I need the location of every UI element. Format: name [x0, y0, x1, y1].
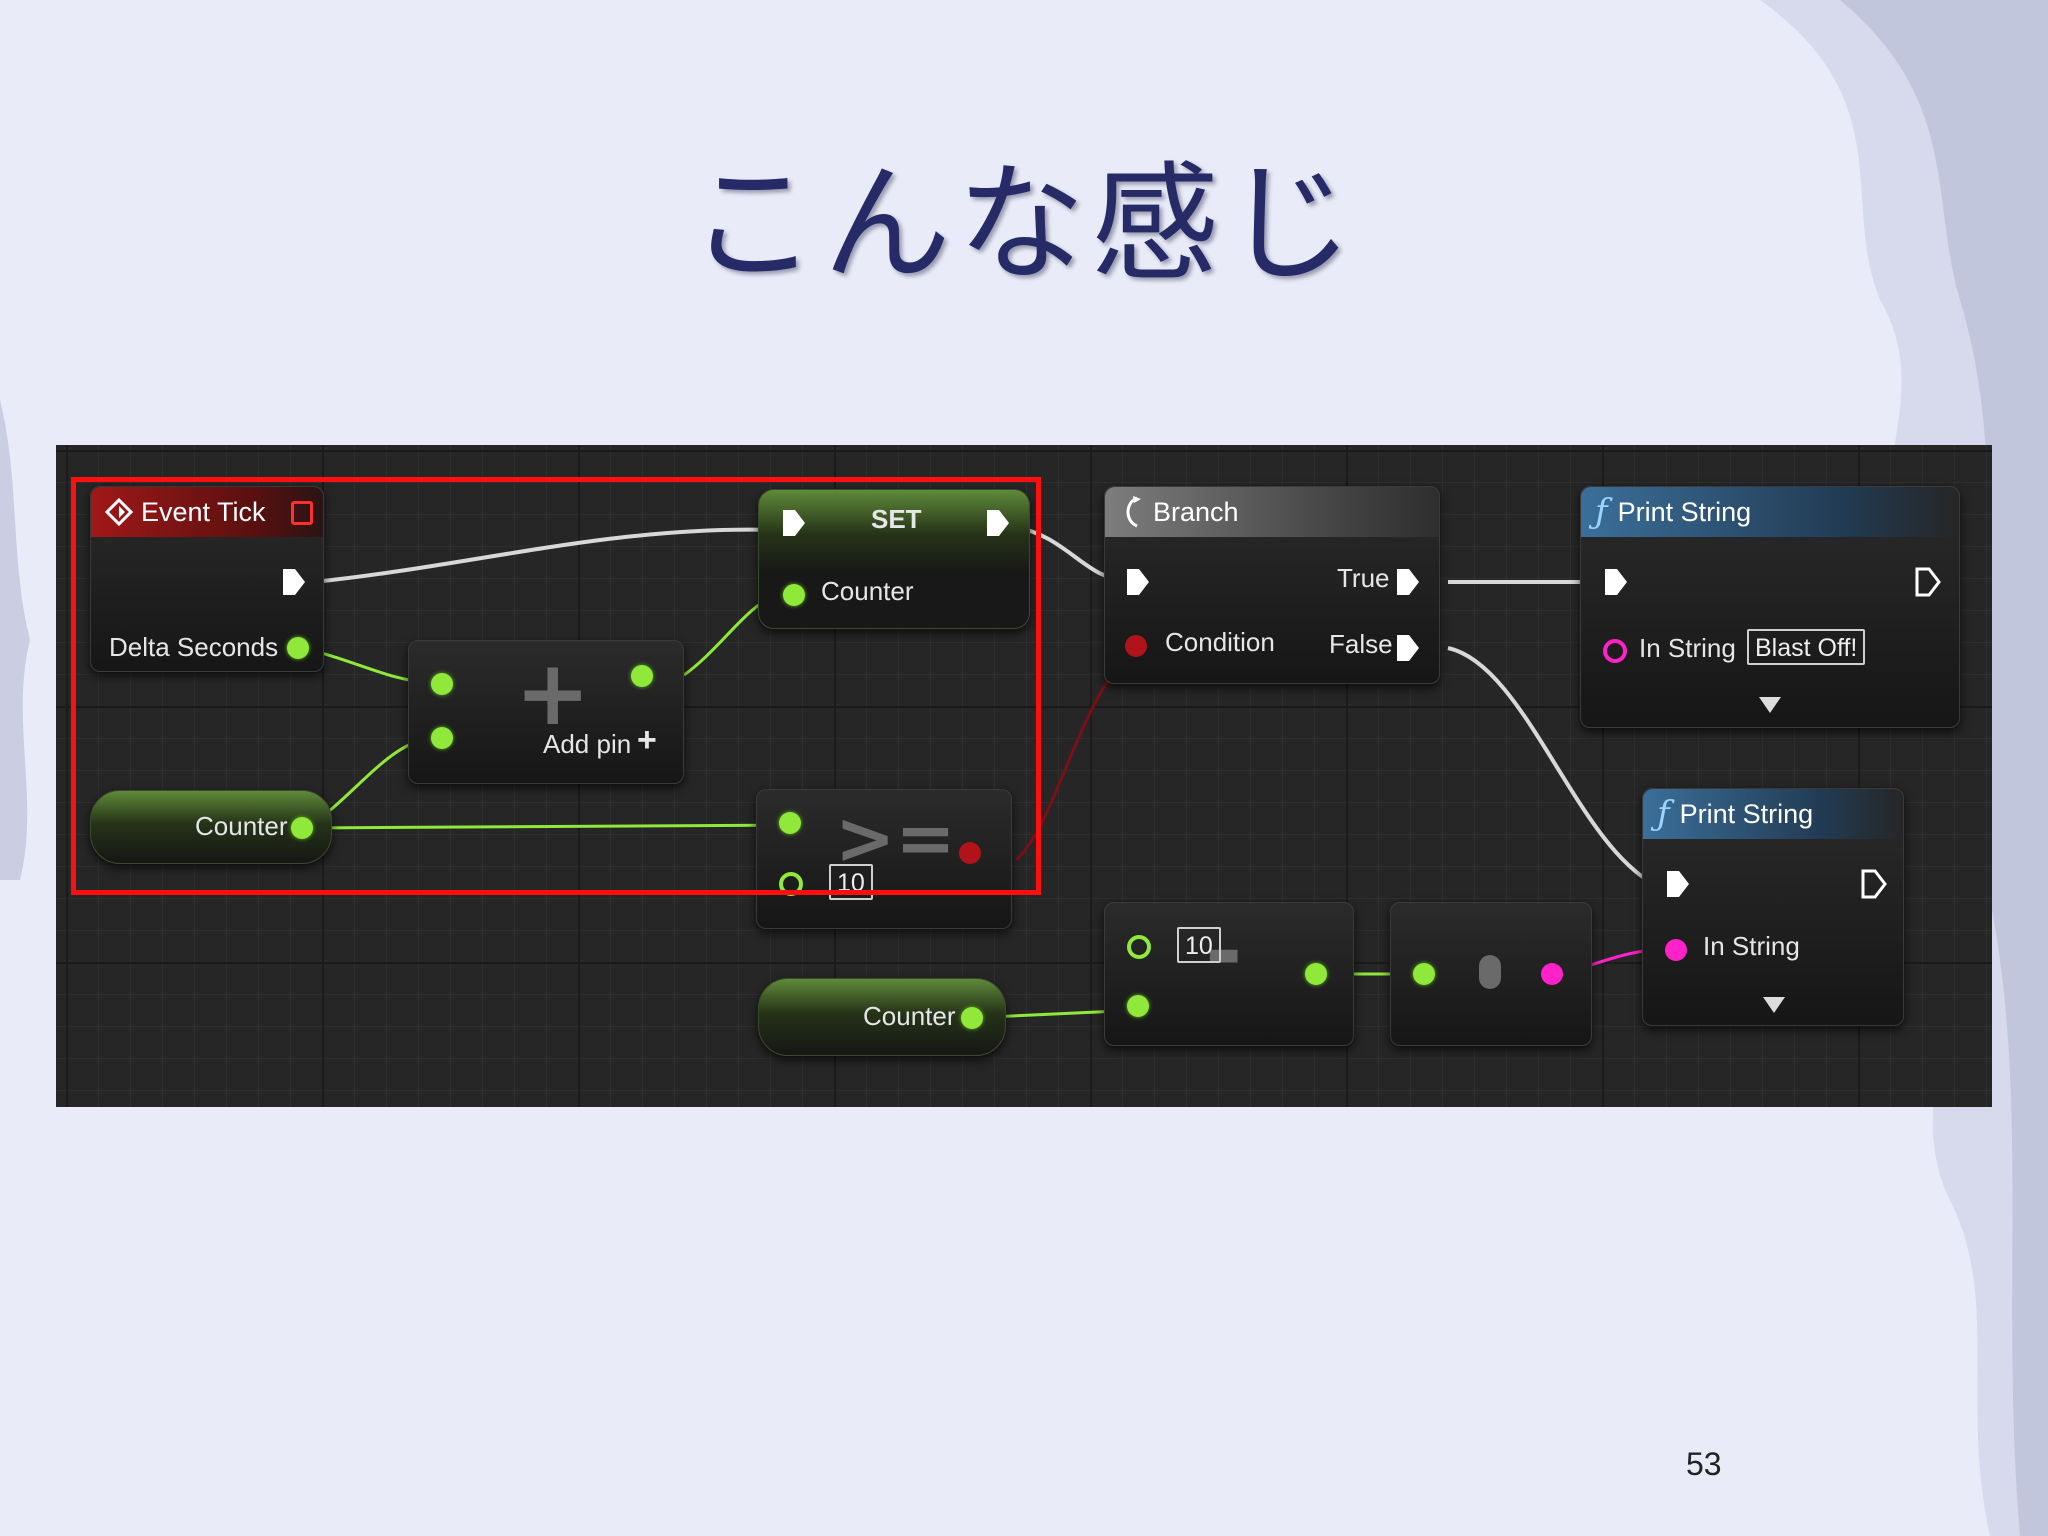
add-output-pin[interactable] [631, 665, 653, 687]
print-string-exec-out-pin[interactable] [1915, 567, 1941, 597]
add-input-b-pin[interactable] [431, 727, 453, 749]
subtract-symbol: - [1205, 899, 1243, 1004]
branch-condition-pin[interactable] [1125, 635, 1147, 657]
set-counter-pin[interactable] [783, 584, 805, 606]
compare-input-a-pin[interactable] [779, 812, 801, 834]
print-string-in-string-pin[interactable] [1603, 639, 1627, 663]
function-icon: ƒ [1595, 492, 1608, 532]
delta-seconds-pin[interactable] [287, 637, 309, 659]
print-string-2-exec-out-pin[interactable] [1861, 869, 1887, 899]
add-node[interactable]: + Add pin + [408, 640, 684, 784]
event-tick-title: Event Tick [141, 496, 266, 527]
convert-output-pin[interactable] [1541, 963, 1563, 985]
convert-input-pin[interactable] [1413, 963, 1435, 985]
event-delegate-icon [291, 501, 313, 525]
set-exec-in-pin[interactable] [781, 508, 807, 538]
convert-symbol [1479, 955, 1501, 989]
subtract-input-a-pin[interactable] [1127, 935, 1151, 959]
branch-title: Branch [1153, 496, 1239, 527]
slide-title: こんな感じ [688, 150, 1359, 299]
counter-getter-pin[interactable] [291, 817, 313, 839]
set-counter-label: Counter [821, 576, 914, 606]
event-tick-node[interactable]: Event Tick Delta Seconds [90, 486, 324, 672]
event-tick-header: Event Tick [91, 487, 323, 537]
set-exec-out-pin[interactable] [985, 508, 1011, 538]
print-string-node-2[interactable]: ƒ Print String In String [1642, 788, 1904, 1026]
blueprint-graph[interactable]: Event Tick Delta Seconds + Add pin + Cou… [56, 445, 1992, 1107]
set-node[interactable]: SET Counter [758, 489, 1030, 629]
expand-arrow-icon-2[interactable] [1763, 997, 1785, 1013]
exec-wire-tick-to-set [313, 527, 777, 584]
branch-icon [1126, 496, 1141, 528]
branch-header: Branch [1105, 487, 1439, 537]
branch-true-label: True [1337, 563, 1390, 593]
delta-seconds-label: Delta Seconds [109, 632, 279, 662]
print-string-title: Print String [1617, 496, 1752, 527]
branch-false-label: False [1329, 629, 1393, 659]
print-string-node[interactable]: ƒ Print String In String Blast Off! [1580, 486, 1960, 728]
float-wire-counter-to-compare [307, 823, 795, 830]
highlight-box [71, 477, 1041, 895]
print-string-2-exec-in-pin[interactable] [1665, 869, 1691, 899]
set-title: SET [871, 504, 922, 534]
subtract-output-pin[interactable] [1305, 963, 1327, 985]
counter-getter-pin-2[interactable] [961, 1007, 983, 1029]
add-pin-plus-icon[interactable]: + [637, 721, 657, 759]
print-string-title-2: Print String [1679, 798, 1814, 829]
print-string-2-in-string-label: In String [1703, 931, 1800, 961]
exec-wire-false-to-print2 [1447, 646, 1657, 887]
counter-getter-node[interactable]: Counter [90, 790, 332, 864]
print-string-in-string-label: In String [1639, 633, 1736, 663]
branch-node[interactable]: Branch Condition True False [1104, 486, 1440, 684]
diamond-icon [105, 498, 133, 526]
branch-exec-in-pin[interactable] [1125, 567, 1151, 597]
subtract-input-b-pin[interactable] [1127, 995, 1149, 1017]
exec-out-pin[interactable] [281, 567, 307, 597]
convert-node[interactable] [1390, 902, 1592, 1046]
compare-symbol: >= [835, 796, 956, 880]
counter-getter-label: Counter [195, 811, 288, 841]
page-number: 53 [1686, 1446, 1722, 1482]
subtract-node[interactable]: - 10 [1104, 899, 1354, 1046]
add-pin-label: Add pin [543, 729, 632, 759]
counter-getter-label-2: Counter [863, 1001, 956, 1031]
add-symbol: + [515, 641, 591, 746]
counter-getter-node-2[interactable]: Counter [758, 978, 1006, 1056]
compare-output-pin[interactable] [959, 842, 981, 864]
print-string-header: ƒ Print String [1581, 487, 1959, 537]
branch-condition-label: Condition [1165, 627, 1275, 657]
expand-arrow-icon[interactable] [1759, 697, 1781, 713]
print-string-exec-in-pin[interactable] [1603, 567, 1629, 597]
print-string-value-input[interactable]: Blast Off! [1747, 629, 1866, 665]
add-input-a-pin[interactable] [431, 673, 453, 695]
function-icon-2: ƒ [1657, 794, 1670, 834]
compare-node[interactable]: >= 10 [756, 789, 1012, 929]
print-string-header-2: ƒ Print String [1643, 789, 1903, 839]
branch-true-pin[interactable] [1395, 567, 1421, 597]
print-string-2-in-string-pin[interactable] [1665, 939, 1687, 961]
subtract-value-input[interactable]: 10 [1177, 927, 1221, 963]
branch-false-pin[interactable] [1395, 633, 1421, 663]
